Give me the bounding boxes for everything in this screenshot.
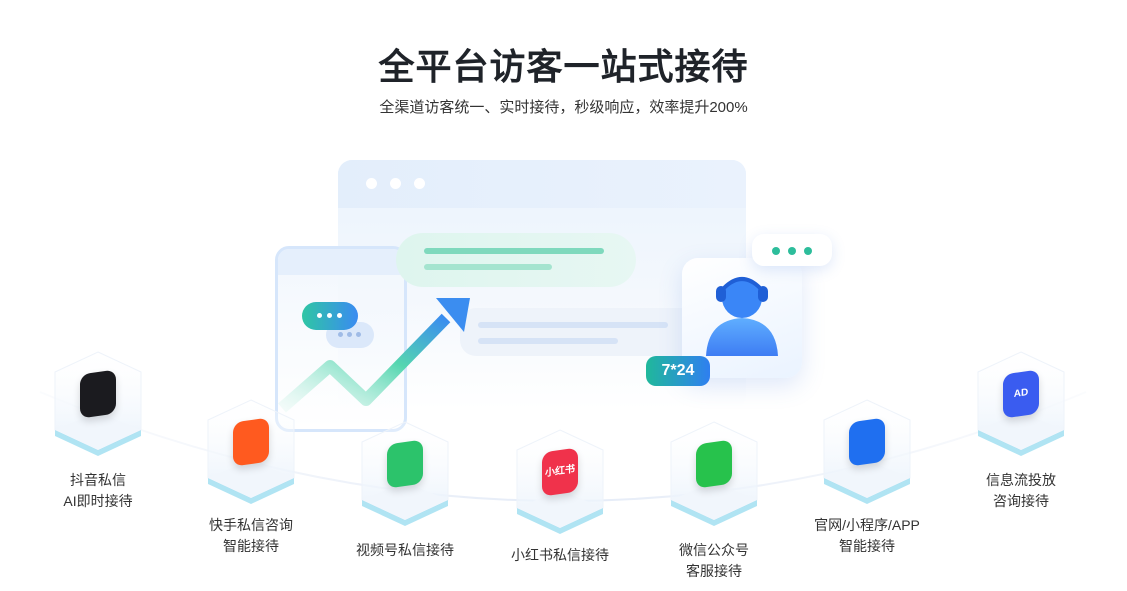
platform-label-line2: AI即时接待 bbox=[63, 493, 133, 509]
kuaishou-logo-icon bbox=[233, 417, 269, 467]
window-dot bbox=[366, 178, 377, 189]
platform-label-wechat-oa: 微信公众号客服接待 bbox=[639, 540, 789, 582]
typing-indicator bbox=[752, 234, 832, 266]
platform-card-wechat-oa bbox=[669, 420, 759, 530]
platform-card-ads: AD bbox=[976, 350, 1066, 460]
platform-label-line2: 咨询接待 bbox=[993, 493, 1049, 509]
platform-card-website bbox=[822, 398, 912, 508]
message-bubble-gray bbox=[460, 308, 700, 356]
platform-label-kuaishou: 快手私信咨询智能接待 bbox=[176, 515, 326, 557]
message-line bbox=[424, 248, 604, 254]
platform-label-channels: 视频号私信接待 bbox=[330, 540, 480, 561]
browser-title-bar bbox=[338, 160, 746, 208]
platform-label-line1: 视频号私信接待 bbox=[356, 542, 454, 558]
platform-label-line1: 微信公众号 bbox=[679, 542, 749, 558]
window-dot bbox=[414, 178, 425, 189]
platform-label-line1: 信息流投放 bbox=[986, 472, 1056, 488]
logo-text: AD bbox=[1013, 386, 1029, 401]
message-bubble-green bbox=[396, 233, 636, 287]
globe-logo-icon bbox=[849, 417, 885, 467]
message-line bbox=[424, 264, 552, 270]
platform-label-line1: 官网/小程序/APP bbox=[814, 517, 920, 533]
douyin-logo-icon bbox=[80, 369, 116, 419]
window-dot bbox=[390, 178, 401, 189]
logo-text: 小红书 bbox=[545, 463, 575, 480]
message-line bbox=[478, 338, 618, 344]
platform-label-ads: 信息流投放咨询接待 bbox=[946, 470, 1096, 512]
platform-label-xiaohongshu: 小红书私信接待 bbox=[485, 545, 635, 566]
platform-card-kuaishou bbox=[206, 398, 296, 508]
platform-card-channels bbox=[360, 420, 450, 530]
platform-label-line2: 智能接待 bbox=[223, 538, 279, 554]
platform-label-line1: 小红书私信接待 bbox=[511, 547, 609, 563]
service-hours-badge: 7*24 bbox=[646, 356, 710, 386]
platform-label-line2: 客服接待 bbox=[686, 563, 742, 579]
wechat-logo-icon bbox=[696, 439, 732, 489]
platform-label-line1: 抖音私信 bbox=[70, 472, 126, 488]
platform-label-website: 官网/小程序/APP 智能接待 bbox=[792, 515, 942, 557]
platform-label-line1: 快手私信咨询 bbox=[209, 517, 293, 533]
ad-logo-icon: AD bbox=[1003, 369, 1039, 419]
platform-label-douyin: 抖音私信 AI即时接待 bbox=[23, 470, 173, 512]
message-line bbox=[478, 322, 668, 328]
page-subtitle: 全渠道访客统一、实时接待，秒级响应，效率提升200% bbox=[379, 99, 748, 116]
phone-top-bar bbox=[278, 249, 404, 275]
page-title: 全平台访客一站式接待 bbox=[378, 46, 749, 87]
xiaohongshu-logo-icon: 小红书 bbox=[542, 447, 578, 497]
chat-bubble-icon bbox=[302, 302, 358, 330]
wechat-channels-logo-icon bbox=[387, 439, 423, 489]
platform-label-line2: 智能接待 bbox=[839, 538, 895, 554]
platform-card-xiaohongshu: 小红书 bbox=[515, 428, 605, 538]
platform-card-douyin bbox=[53, 350, 143, 460]
